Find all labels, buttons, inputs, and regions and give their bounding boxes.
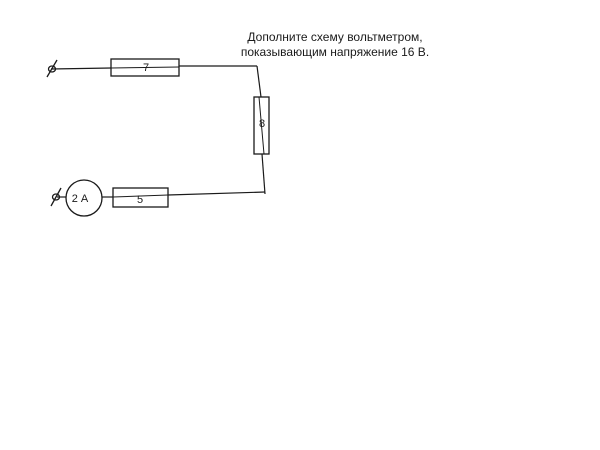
wire-bottom-right: [167, 191, 266, 196]
wire-right-upper: [256, 65, 262, 98]
wire-right-lower: [261, 153, 266, 195]
task-line-2: показывающим напряжение 16 В.: [240, 45, 430, 59]
terminal-icon: [50, 187, 62, 207]
resistor-right-label: 8: [259, 118, 265, 130]
resistor-top-wire-through: [110, 66, 180, 69]
wires: [50, 65, 266, 198]
resistor-bottom: 5: [112, 187, 169, 208]
resistor-right: 8: [253, 96, 270, 155]
ammeter: 2 А: [65, 179, 103, 217]
ammeter-circle: [65, 179, 103, 217]
resistor-bottom-wire-through: [112, 194, 169, 198]
resistor-top: 7: [110, 58, 180, 77]
task-text: Дополните схему вольтметром, показывающи…: [220, 30, 450, 60]
resistor-bottom-label: 5: [137, 194, 143, 206]
wire-top-left: [50, 67, 112, 70]
resistor-bottom-body: [112, 187, 169, 208]
resistor-top-label: 7: [143, 62, 149, 74]
terminal-icon: [46, 59, 58, 78]
resistor-right-wire-through: [258, 96, 265, 155]
ammeter-label: 2 А: [72, 193, 89, 205]
task-line-1: Дополните схему вольтметром,: [247, 30, 423, 44]
